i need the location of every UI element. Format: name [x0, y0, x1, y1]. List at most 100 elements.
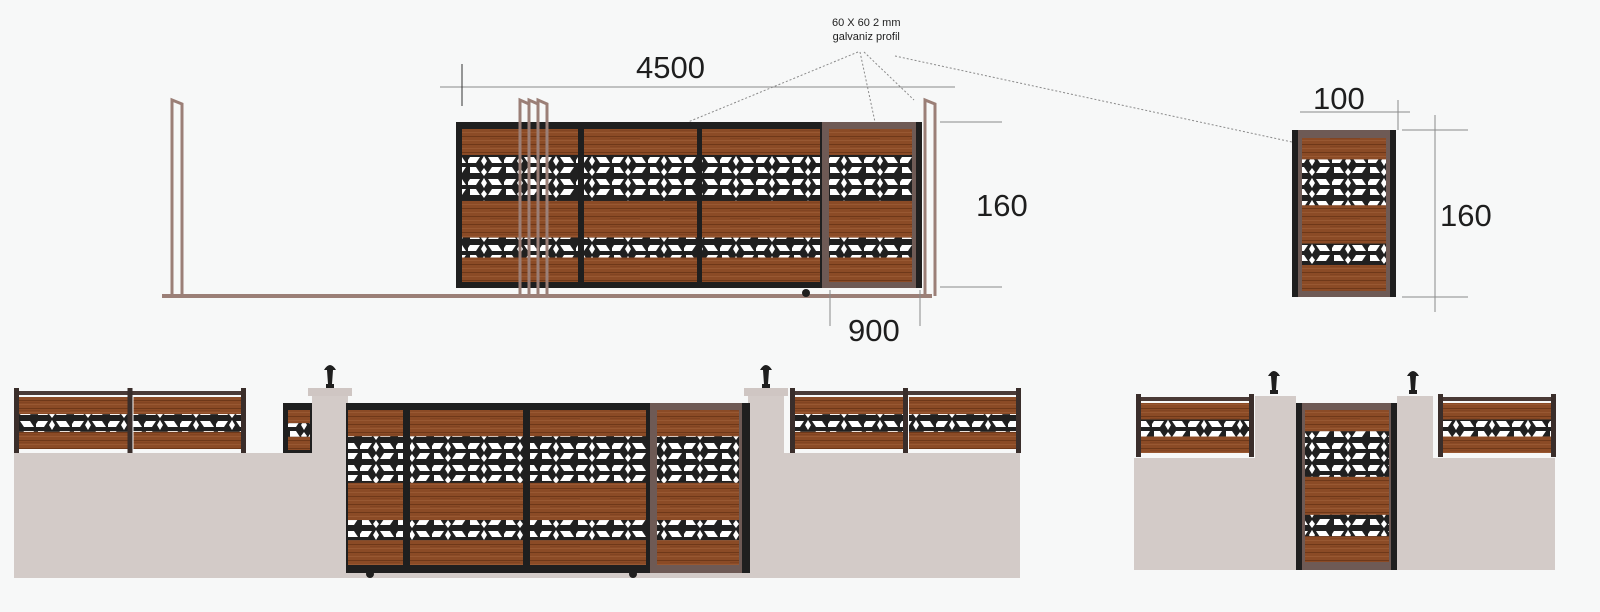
- end-post-left: [170, 97, 184, 296]
- gate-leaf-3-wood: [702, 257, 820, 282]
- door-leaf-wood: [1302, 138, 1386, 160]
- wall-door-post-left: [1296, 403, 1302, 570]
- dimension-leaf-width: 900: [848, 313, 900, 348]
- fence-stub-panel-wood: [288, 410, 310, 424]
- door-post-left: [1292, 130, 1298, 297]
- fence-stub-panel-lattice: [288, 423, 310, 437]
- door-leaf-wood: [1302, 264, 1386, 291]
- door-fence-right-section-1-wood: [1442, 436, 1553, 453]
- door-pillar-left: [1255, 396, 1296, 570]
- gate-leaf-3-lattice: [702, 237, 820, 258]
- wall-gate-wheel-2: [629, 570, 637, 578]
- wall-gate-leaf-3-lattice: [530, 436, 646, 483]
- wall-gate-wheel-1: [366, 570, 374, 578]
- end-post-right: [923, 97, 937, 296]
- wall-gate-leaf-1-lattice: [348, 520, 403, 541]
- door-fence-left-top-rail: [1136, 397, 1253, 401]
- wall-gate-leaf-1-wood: [348, 410, 403, 437]
- wall-door-leaf-wood: [1305, 476, 1389, 515]
- gate-leaf-3-wood: [702, 200, 820, 238]
- fence-right-post-0: [790, 388, 795, 453]
- door-leaf-wood: [1302, 205, 1386, 244]
- leader-line-3: [863, 51, 915, 101]
- fixed-leaf-wood: [829, 129, 912, 156]
- fence-left-section-1-lattice: [18, 414, 128, 432]
- wall-gate-fixed-leaf-wood: [657, 540, 739, 565]
- door-fence-left-post-0: [1136, 394, 1141, 457]
- wall-gate-fixed-leaf-wood: [657, 482, 739, 521]
- wall-gate-edge: [742, 403, 748, 573]
- fixed-leaf-wood: [829, 200, 912, 238]
- fence-left-post-0: [14, 388, 19, 453]
- profile-note: 60 X 60 2 mm galvaniz profil: [832, 16, 900, 44]
- wall-gate-leaf-2-lattice: [410, 436, 523, 483]
- profile-note-line2: galvaniz profil: [832, 31, 900, 43]
- fence-right-post-1: [903, 388, 908, 453]
- door-fence-right-post-1: [1551, 394, 1556, 457]
- wall-door-leaf-lattice: [1305, 514, 1389, 537]
- guide-post-3: [536, 97, 549, 296]
- fence-stub-panel-wood: [288, 436, 310, 450]
- fence-left-section-1-wood: [18, 431, 128, 449]
- wall-door-leaf-wood: [1305, 536, 1389, 562]
- door-fence-right-post-0: [1438, 394, 1443, 457]
- leader-line-1: [687, 51, 859, 123]
- door-pillar-right: [1397, 396, 1433, 570]
- wall-gate-leaf-3-wood: [530, 540, 646, 565]
- lamp-right: [760, 365, 772, 388]
- gate-leaf-2-wood: [584, 200, 697, 238]
- dimension-door-height: 160: [1440, 198, 1492, 233]
- wall-gate-leaf-3-wood: [530, 410, 646, 437]
- door-fence-left-post-1: [1249, 394, 1254, 457]
- wall-gate-fixed-leaf-wood: [657, 410, 739, 437]
- gate-leaf-3-wood: [702, 129, 820, 156]
- dimension-width-main: 4500: [636, 50, 705, 85]
- fence-left-section-1-wood: [18, 397, 128, 415]
- fixed-leaf-wood: [829, 257, 912, 282]
- wall-gate-leaf-2-wood: [410, 410, 523, 437]
- fixed-leaf-lattice: [829, 155, 912, 201]
- fence-left-section-2-wood: [133, 397, 243, 415]
- fence-right-section-2-wood: [909, 397, 1018, 415]
- wall-gate-leaf-1-wood: [348, 482, 403, 521]
- gate-leaf-2-wood: [584, 257, 697, 282]
- fence-left-section-2-wood: [133, 431, 243, 449]
- door-leaf-lattice: [1302, 159, 1386, 206]
- fence-right-post-2: [1016, 388, 1021, 453]
- wall-gate-leaf-3-lattice: [530, 520, 646, 541]
- fence-right-section-1-wood: [794, 397, 903, 415]
- wall-door-leaf-wood: [1305, 410, 1389, 432]
- dimension-door-width: 100: [1313, 81, 1365, 116]
- gate-leaf-2-wood: [584, 129, 697, 156]
- fixed-leaf-edge: [916, 122, 922, 288]
- leader-line-4: [894, 55, 1293, 143]
- fence-right-section-2-wood: [909, 431, 1018, 449]
- gate-leaf-2-lattice: [584, 237, 697, 258]
- wall-gate-fixed-leaf-lattice: [657, 520, 739, 541]
- door-fence-right-top-rail: [1438, 397, 1555, 401]
- wall-gate-leaf-2-lattice: [410, 520, 523, 541]
- fence-left-post-2: [241, 388, 246, 453]
- door-fence-left-section-1-wood: [1140, 403, 1251, 420]
- wall-door-leaf-lattice: [1305, 431, 1389, 477]
- fixed-leaf-lattice: [829, 237, 912, 258]
- door-fence-left-section-1-wood: [1140, 436, 1251, 453]
- fence-left-section-2-lattice: [133, 414, 243, 432]
- profile-note-line1: 60 X 60 2 mm: [832, 17, 901, 29]
- wall-gate-leaf-2-wood: [410, 540, 523, 565]
- pillar-left: [312, 390, 348, 578]
- gate-wheel: [802, 289, 810, 297]
- wall-gate-fixed-leaf-lattice: [657, 436, 739, 483]
- fence-right-section-2-lattice: [909, 414, 1018, 432]
- fence-left-post-1: [127, 388, 133, 453]
- door-post-right: [1390, 130, 1396, 297]
- dimension-height-main: 160: [976, 188, 1028, 223]
- wall-door-post-right: [1391, 403, 1397, 570]
- wall-gate-leaf-1-lattice: [348, 436, 403, 483]
- fence-right-section-1-wood: [794, 431, 903, 449]
- wall-gate-leaf-2-wood: [410, 482, 523, 521]
- door-fence-right-section-1-wood: [1442, 403, 1553, 420]
- gate-leaf-3-lattice: [702, 155, 820, 201]
- pillar-left-cap: [308, 388, 352, 396]
